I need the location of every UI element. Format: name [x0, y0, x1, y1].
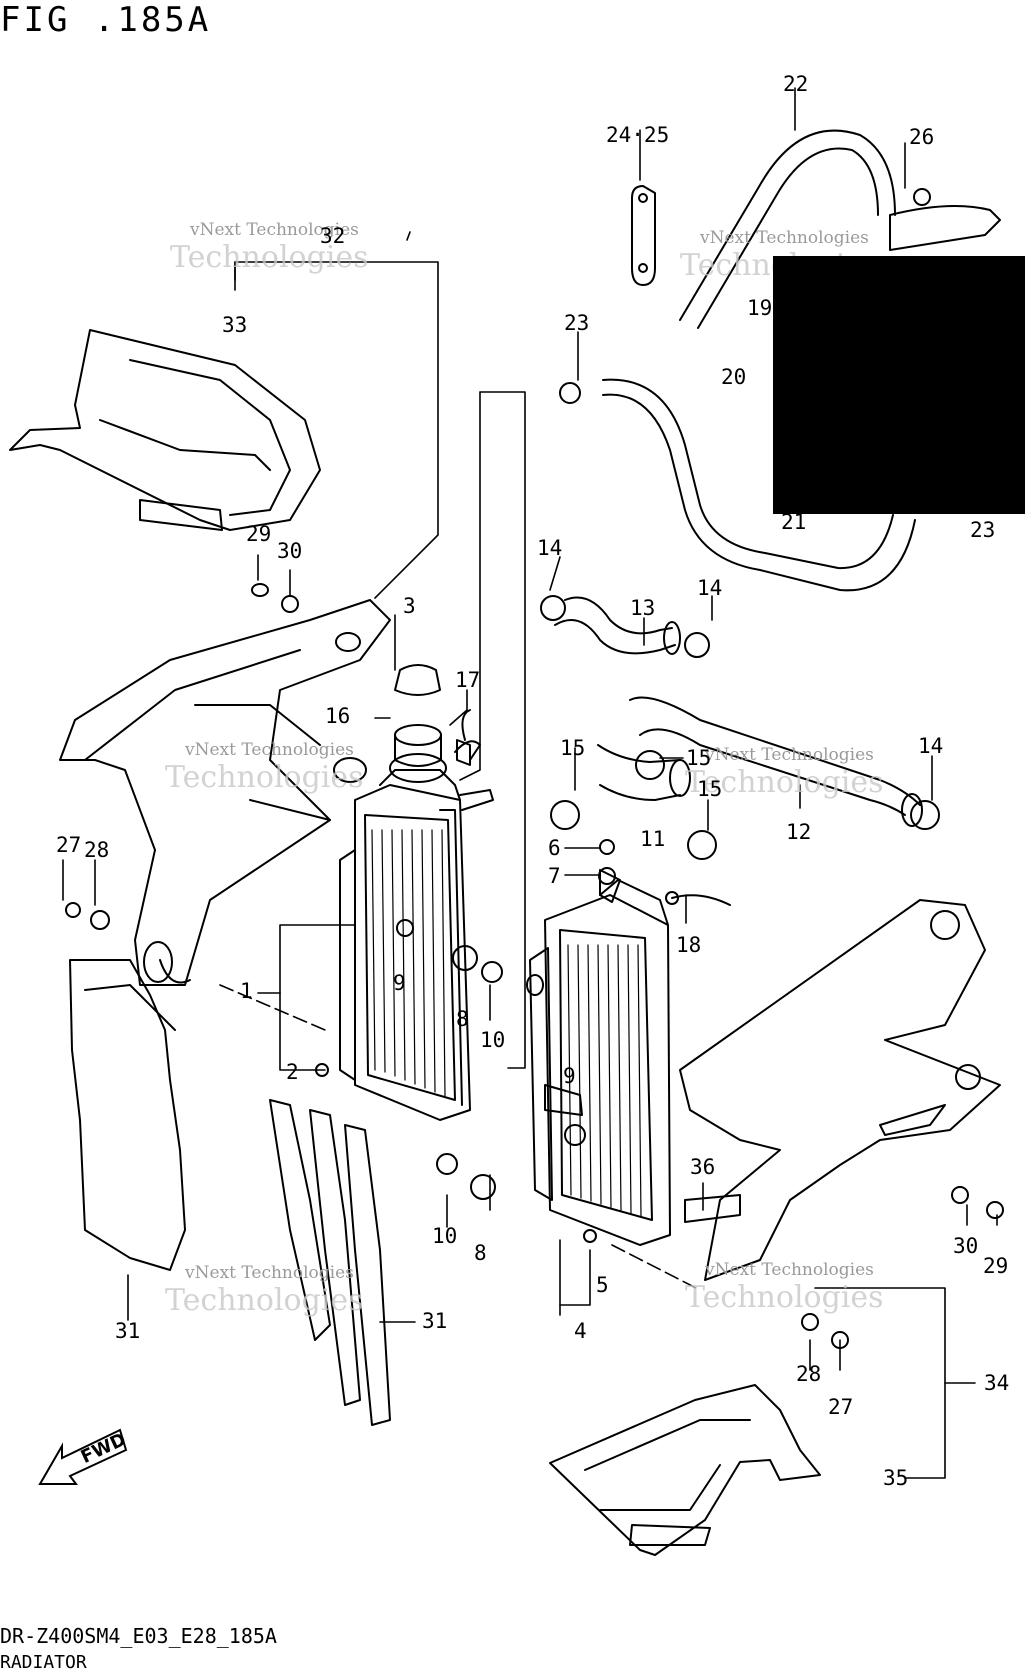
callout-28-right: 28	[796, 1362, 822, 1386]
left-shroud-frame	[59, 599, 391, 986]
leader-lines	[62, 87, 998, 1479]
callout-30-left: 30	[277, 539, 303, 563]
callout-18: 18	[676, 933, 702, 957]
callout-21: 21	[781, 510, 807, 534]
callout-6: 6	[548, 836, 561, 860]
callout-7: 7	[548, 864, 561, 888]
part-35-shroud-decal	[549, 1384, 821, 1556]
upper-hoses	[559, 129, 1001, 592]
callout-27-left: 27	[56, 833, 82, 857]
callout-9-left: 9	[393, 971, 406, 995]
fwd-label: FWD	[78, 1429, 130, 1468]
callout-16: 16	[325, 704, 351, 728]
watermark-line-1: vNext Technologies	[705, 745, 874, 765]
callout-23-b: 23	[970, 518, 996, 542]
callout-19: 19	[747, 296, 773, 320]
callout-4: 4	[574, 1319, 587, 1343]
callout-26: 26	[909, 125, 935, 149]
callout-27-right: 27	[828, 1395, 854, 1419]
callout-20: 20	[721, 365, 747, 389]
callout-13: 13	[630, 596, 656, 620]
callout-11: 11	[640, 827, 666, 851]
watermark-line-2: Technologies	[170, 240, 369, 275]
callout-29-right: 29	[983, 1254, 1009, 1278]
footer-diagram-code: DR-Z400SM4_E03_E28_185A	[0, 1624, 277, 1648]
callout-8-right: 8	[474, 1241, 487, 1265]
part-31-louvers	[69, 959, 391, 1426]
callout-30-right: 30	[953, 1234, 979, 1258]
callout-32: 32	[320, 224, 346, 248]
callout-1: 1	[240, 979, 253, 1003]
redaction-box	[773, 256, 1025, 514]
callout-3: 3	[403, 594, 416, 618]
callout-8-left: 8	[456, 1007, 469, 1031]
fittings	[65, 583, 1004, 1349]
callout-15-b: 15	[686, 746, 712, 770]
watermark-line-1: vNext Technologies	[185, 740, 354, 760]
callout-10-lower: 10	[432, 1224, 458, 1248]
callout-9-right: 9	[563, 1064, 576, 1088]
watermark-line-1: vNext Technologies	[185, 1263, 354, 1283]
callout-36: 36	[690, 1155, 716, 1179]
callout-35: 35	[883, 1466, 909, 1490]
callout-31-right: 31	[422, 1309, 448, 1333]
callout-12: 12	[786, 820, 812, 844]
callout-5: 5	[596, 1273, 609, 1297]
footer-assembly-name: RADIATOR	[0, 1652, 87, 1673]
callout-2: 2	[286, 1060, 299, 1084]
watermark-line-1: vNext Technologies	[700, 228, 869, 248]
middle-hoses	[554, 596, 923, 827]
callout-33: 33	[222, 313, 248, 337]
callout-10-upper: 10	[480, 1028, 506, 1052]
callout-34: 34	[984, 1371, 1010, 1395]
watermark-line-2: Technologies	[165, 760, 364, 795]
callout-28-left: 28	[84, 838, 110, 862]
watermark-line-1: vNext Technologies	[705, 1260, 874, 1280]
callout-14-c: 14	[918, 734, 944, 758]
callout-15-c: 15	[697, 777, 723, 801]
callout-14-b: 14	[697, 576, 723, 600]
callout-24-25: 24·25	[606, 123, 670, 147]
watermark-line-2: Technologies	[685, 765, 884, 800]
callout-17: 17	[455, 668, 481, 692]
callout-22: 22	[783, 72, 809, 96]
watermark-line-2: Technologies	[685, 1280, 884, 1315]
callout-15-a: 15	[560, 736, 586, 760]
right-radiator	[526, 869, 671, 1246]
callout-14-a: 14	[537, 536, 563, 560]
callout-31-left: 31	[115, 1319, 141, 1343]
callout-23-a: 23	[564, 311, 590, 335]
callout-29-left: 29	[246, 522, 272, 546]
forward-arrow-icon: FWD	[38, 1428, 130, 1485]
watermark-line-1: vNext Technologies	[190, 220, 359, 240]
part-33-shroud-decal	[9, 329, 321, 531]
part-34-right-shroud	[679, 899, 1001, 1281]
left-radiator	[339, 664, 494, 1121]
watermark-line-2: Technologies	[165, 1283, 364, 1318]
figure-title: FIG .185A	[0, 0, 212, 40]
